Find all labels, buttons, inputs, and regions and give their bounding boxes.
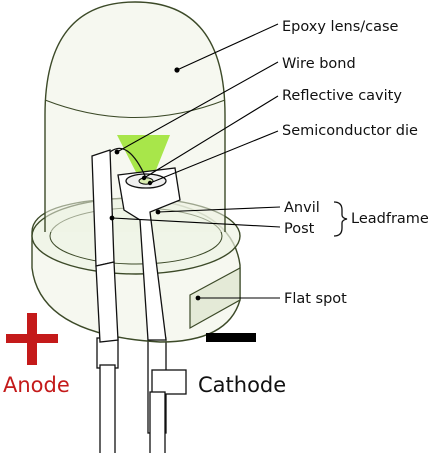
anode-lead: [99, 364, 116, 453]
label-post: Post: [284, 221, 315, 237]
callout-wire-bond: [116, 61, 279, 153]
anvil-body: [117, 167, 181, 341]
label-cathode: Cathode: [198, 373, 286, 397]
label-reflective-cavity: Reflective cavity: [282, 88, 402, 104]
dome-seam: [44, 99, 226, 118]
cathode-lead-lower: [149, 391, 166, 453]
label-wire-bond: Wire bond: [282, 56, 356, 72]
callout-flat-spot-dot: [195, 295, 201, 301]
label-epoxy: Epoxy lens/case: [282, 19, 399, 35]
leadframe-brace: [333, 201, 348, 237]
epoxy-dome: [44, 1, 226, 232]
cathode-lead-kink: [151, 369, 187, 395]
callout-anvil: [157, 206, 281, 213]
callout-die: [149, 130, 279, 184]
label-flat-spot: Flat spot: [284, 291, 347, 307]
label-semiconductor-die: Semiconductor die: [282, 123, 418, 139]
callout-epoxy: [176, 23, 279, 71]
callout-wire-bond-dot: [114, 149, 120, 155]
callout-die-dot: [147, 180, 153, 186]
label-anvil: Anvil: [284, 200, 320, 216]
callout-lines: [109, 23, 281, 301]
post-shaft: [95, 261, 119, 343]
wire-bond: [109, 147, 147, 179]
callout-reflective-dot: [141, 175, 147, 181]
minus-sign-icon: [206, 333, 256, 342]
label-leadframe: Leadframe: [351, 211, 429, 227]
callout-anvil-dot: [155, 209, 161, 215]
lead-wires: [96, 337, 187, 453]
callout-reflective: [143, 95, 279, 179]
post-top: [91, 149, 115, 267]
plus-sign-icon: [6, 313, 58, 365]
callout-epoxy-dot: [174, 67, 180, 73]
callout-post-dot: [109, 215, 115, 221]
leadframe-post: [91, 149, 119, 343]
callout-post: [111, 217, 281, 228]
label-anode: Anode: [3, 373, 70, 397]
light-cone: [117, 135, 170, 180]
